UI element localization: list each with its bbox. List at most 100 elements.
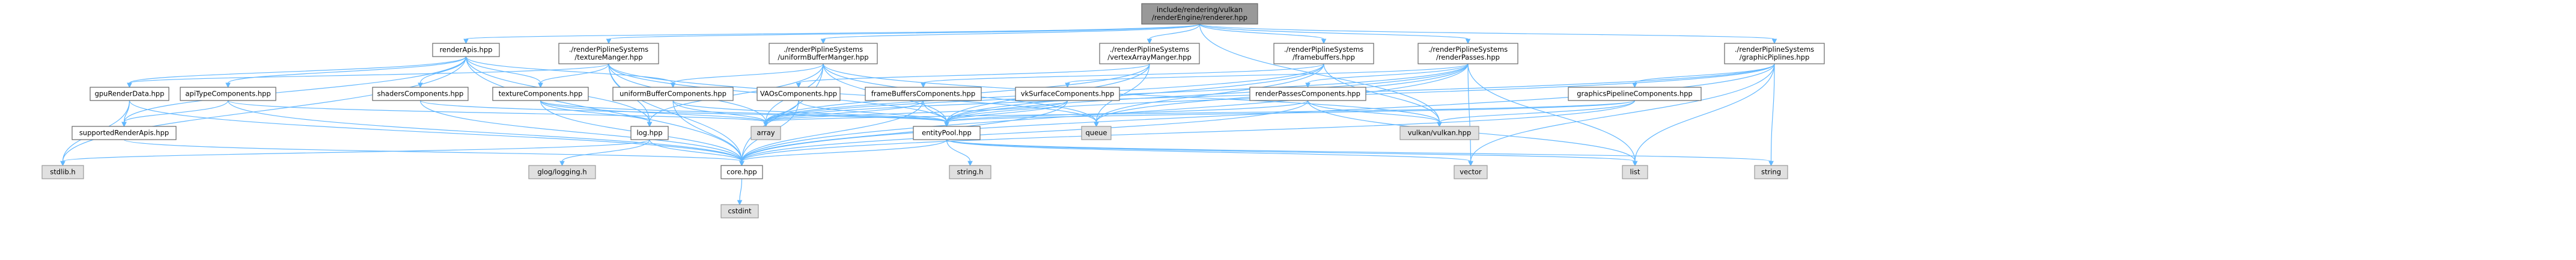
node-VAOsComponents[interactable]: VAOsComponents.hpp (757, 87, 841, 101)
node-label: array (757, 129, 775, 137)
node-apiTypeComponents[interactable]: apiTypeComponents.hpp (180, 87, 276, 101)
node-uniformBufferComponents[interactable]: uniformBufferComponents.hpp (612, 87, 734, 101)
node-label: ./renderPiplineSystems (784, 45, 863, 54)
node-box (558, 43, 659, 64)
node-label: stdlib.h (50, 168, 75, 176)
node-renderApis[interactable]: renderApis.hpp (432, 43, 500, 57)
node-supportedRenderApis[interactable]: supportedRenderApis.hpp (72, 126, 177, 140)
node-box (751, 126, 781, 140)
node-vulkan: vulkan/vulkan.hpp (1399, 126, 1479, 140)
node-label: supportedRenderApis.hpp (79, 129, 169, 137)
edge-entityPool-to-core (739, 139, 948, 167)
node-label: /uniformBufferManger.hpp (778, 53, 868, 61)
edge-entityPool-to-list (946, 139, 1638, 167)
node-graphicsPipelineComponents[interactable]: graphicsPipelineComponents.hpp (1568, 87, 1702, 101)
node-box (1754, 165, 1788, 179)
edge-vertexArrayManger-to-VAOsComponents (796, 63, 1150, 88)
edge-root-to-textureManger (606, 23, 1201, 45)
node-label: textureComponents.hpp (499, 90, 583, 98)
node-label: renderApis.hpp (440, 46, 493, 54)
edge-renderPasses-to-vector (1467, 63, 1473, 167)
edge-graphicsPipelineComponents-to-array (763, 100, 1636, 128)
node-box (1454, 165, 1488, 179)
node-label: /renderEngine/renderer.hpp (1152, 13, 1247, 22)
node-entityPool[interactable]: entityPool.hpp (913, 126, 981, 140)
node-renderPasses[interactable]: ./renderPiplineSystems/renderPasses.hpp (1417, 43, 1518, 64)
node-box (90, 87, 169, 101)
node-label: graphicsPipelineComponents.hpp (1577, 90, 1692, 98)
node-box (1399, 126, 1479, 140)
node-box (630, 126, 669, 140)
node-box (757, 87, 841, 101)
node-label: entityPool.hpp (922, 129, 972, 137)
node-shadersComponents[interactable]: shadersComponents.hpp (372, 87, 469, 101)
node-frameBuffersComponents[interactable]: frameBuffersComponents.hpp (865, 87, 982, 101)
node-box (372, 87, 469, 101)
node-vertexArrayManger[interactable]: ./renderPiplineSystems/vertexArrayManger… (1099, 43, 1200, 64)
node-box (432, 43, 500, 57)
node-framebuffers[interactable]: ./renderPiplineSystems/framebuffers.hpp (1273, 43, 1374, 64)
node-box (528, 165, 596, 179)
edge-textureManger-to-textureComponents (538, 63, 609, 88)
node-label: gpuRenderData.hpp (95, 90, 165, 98)
edge-graphicsPipelineComponents-to-vulkan (1437, 100, 1636, 128)
edge-core-to-cstdint (737, 178, 743, 206)
node-box (949, 165, 991, 179)
edge-entityPool-to-vector (946, 139, 1473, 167)
edge-graphicPiplines-to-vector (1468, 63, 1775, 167)
node-label: /framebuffers.hpp (1293, 53, 1355, 61)
node-box (1417, 43, 1518, 64)
node-label: cstdint (728, 207, 752, 215)
node-label: /vertexArrayManger.hpp (1107, 53, 1192, 61)
node-core[interactable]: core.hpp (720, 165, 763, 179)
edge-uniformBufferManger-to-uniformBufferComponents (670, 63, 824, 88)
node-box (72, 126, 177, 140)
node-stdlib: stdlib.h (41, 165, 84, 179)
node-list: list (1622, 165, 1648, 179)
node-label: ./renderPiplineSystems (569, 45, 648, 54)
node-vkSurfaceComponents[interactable]: vkSurfaceComponents.hpp (1015, 87, 1120, 101)
node-textureManger[interactable]: ./renderPiplineSystems/textureManger.hpp (558, 43, 659, 64)
node-uniformBufferManger[interactable]: ./renderPiplineSystems/uniformBufferMang… (769, 43, 878, 64)
edge-renderPasses-to-vkSurfaceComponents (1065, 63, 1469, 88)
node-log[interactable]: log.hpp (630, 126, 669, 140)
edge-log-to-stdlib (60, 139, 650, 167)
node-textureComponents[interactable]: textureComponents.hpp (492, 87, 589, 101)
edge-renderPasses-to-list (1467, 63, 1638, 167)
node-renderPassesComponents[interactable]: renderPassesComponents.hpp (1249, 87, 1366, 101)
node-label: ./renderPiplineSystems (1735, 45, 1814, 54)
node-array: array (751, 126, 781, 140)
node-label: ./renderPiplineSystems (1110, 45, 1189, 54)
node-box (1568, 87, 1702, 101)
edge-framebuffers-to-frameBuffersComponents (921, 63, 1324, 88)
node-vector: vector (1454, 165, 1488, 179)
node-box (865, 87, 982, 101)
edge-graphicsPipelineComponents-to-entityPool (944, 100, 1636, 128)
node-cstdint: cstdint (720, 204, 759, 218)
node-box (1141, 3, 1258, 25)
node-label: include/rendering/vulkan (1157, 5, 1243, 14)
node-graphicPiplines[interactable]: ./renderPiplineSystems/graphicPiplines.h… (1724, 43, 1825, 64)
edge-entityPool-to-stringh (946, 139, 973, 167)
node-label: uniformBufferComponents.hpp (620, 90, 726, 98)
node-string: string (1754, 165, 1788, 179)
node-box (1081, 126, 1112, 140)
graph-edges (60, 23, 1777, 206)
edge-renderApis-to-shadersComponents (418, 56, 467, 88)
node-box (769, 43, 878, 64)
node-box (1273, 43, 1374, 64)
node-label: frameBuffersComponents.hpp (871, 90, 975, 98)
node-box (720, 165, 763, 179)
node-root[interactable]: include/rendering/vulkan/renderEngine/re… (1141, 3, 1258, 25)
node-box (1622, 165, 1648, 179)
node-label: ./renderPiplineSystems (1428, 45, 1508, 54)
node-label: vector (1460, 168, 1482, 176)
node-label: string.h (957, 168, 984, 176)
node-box (1099, 43, 1200, 64)
node-gpuRenderData[interactable]: gpuRenderData.hpp (90, 87, 169, 101)
node-label: core.hpp (726, 168, 757, 176)
edge-root-to-uniformBufferManger (820, 23, 1201, 45)
node-label: apiTypeComponents.hpp (185, 90, 270, 98)
node-box (1724, 43, 1825, 64)
